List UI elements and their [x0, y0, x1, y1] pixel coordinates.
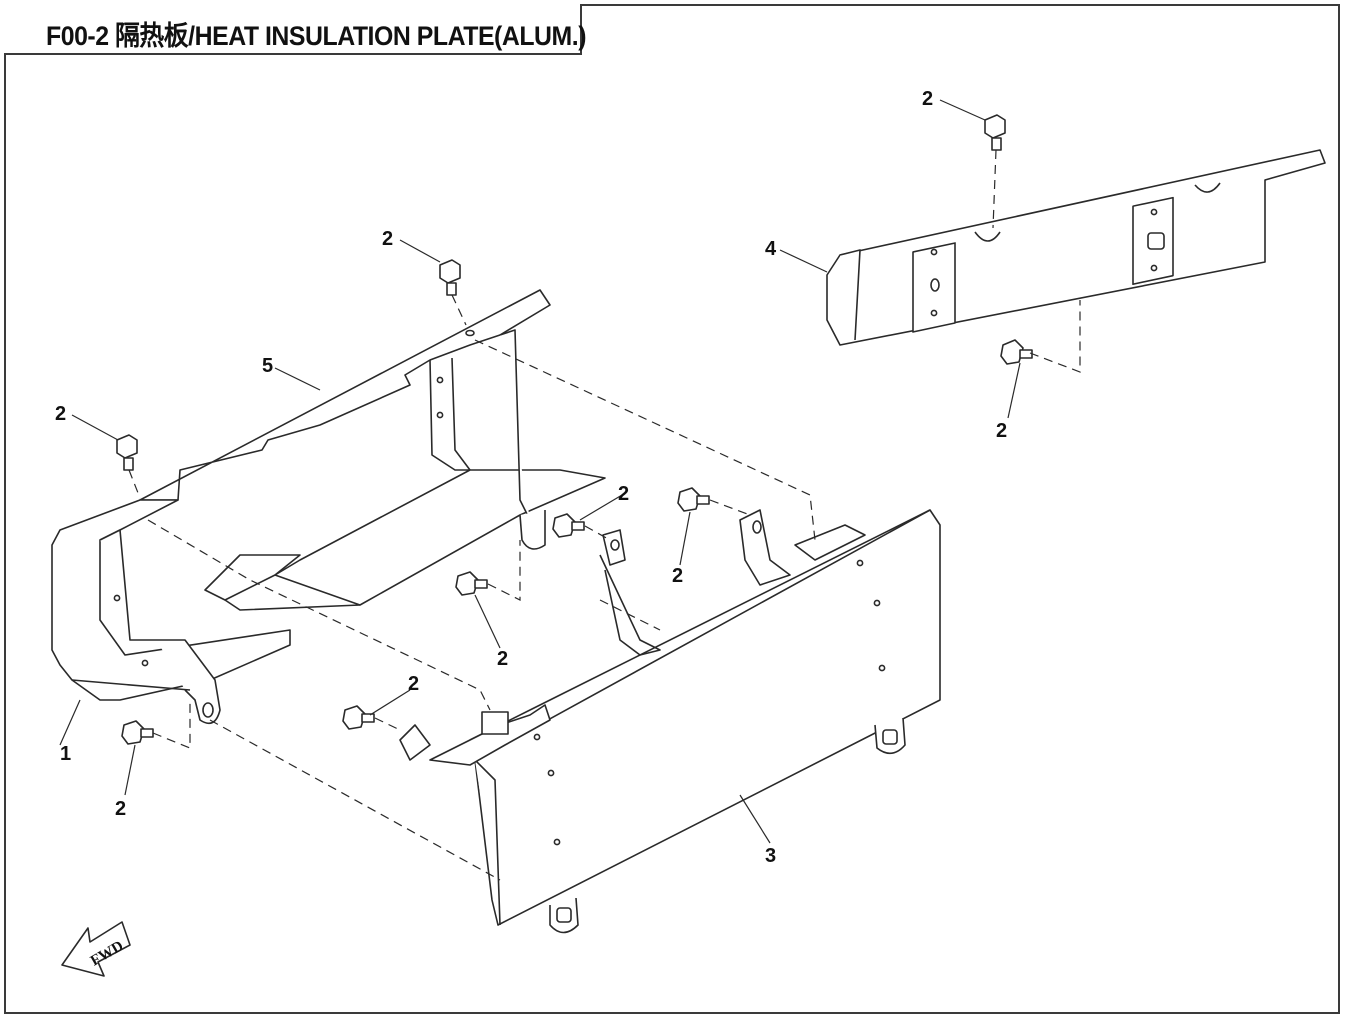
heat-plate-1	[51, 499, 291, 725]
callouts: 1 2 2 2 2 2 2 2 2 2 3 4 5	[55, 88, 1007, 867]
alignment-dash-lines	[128, 149, 1081, 881]
callout-2-lower-left: 2	[115, 798, 126, 820]
page-title: F00-2 隔热板/HEAT INSULATION PLATE(ALUM.)	[46, 21, 587, 51]
bolt-2-lower-center	[342, 705, 375, 730]
callout-3: 3	[765, 845, 776, 867]
frame-tube	[204, 554, 661, 656]
callout-2-top-right: 2	[922, 88, 933, 110]
bolt-2-rear-lower	[1000, 339, 1033, 365]
bolt-2-mid-a	[552, 513, 585, 538]
callout-2-rear-lower: 2	[996, 420, 1007, 442]
bolt-2-mid-c	[455, 571, 488, 596]
leader-lines	[59, 99, 1021, 844]
bolt-2-top-center	[439, 259, 461, 296]
bolt-2-top-left	[116, 434, 138, 471]
heat-plate-5	[139, 289, 606, 606]
callout-2-mid-c: 2	[497, 648, 508, 670]
bolt-2-top-right	[984, 114, 1006, 151]
drawing-frame	[4, 4, 1340, 1014]
callout-4: 4	[765, 238, 777, 260]
callout-1: 1	[60, 743, 71, 765]
callout-5: 5	[262, 355, 273, 377]
callout-2-top-center: 2	[382, 228, 393, 250]
heat-plate-3	[399, 509, 941, 934]
callout-2-top-left: 2	[55, 403, 66, 425]
bolt-2-mid-b	[677, 487, 710, 512]
callout-2-mid-a: 2	[618, 483, 629, 505]
title-box: F00-2 隔热板/HEAT INSULATION PLATE(ALUM.)	[4, 4, 586, 55]
heat-plate-4	[826, 149, 1326, 346]
bolt-2-lower-left	[121, 720, 154, 745]
callout-2-mid-b: 2	[672, 565, 683, 587]
forward-direction-arrow: FWD	[61, 921, 131, 977]
callout-2-lower-center: 2	[408, 673, 419, 695]
